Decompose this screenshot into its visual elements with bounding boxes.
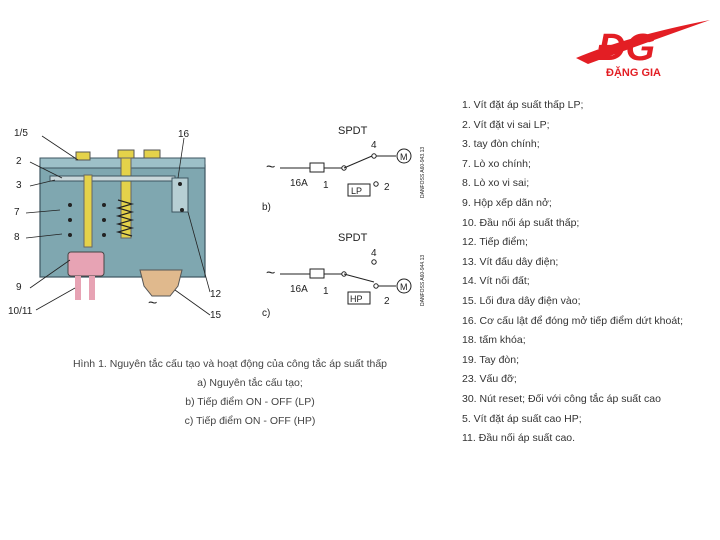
label-3: 3	[16, 180, 22, 191]
panel-c-motor-label: M	[400, 282, 408, 292]
label-7: 7	[14, 207, 20, 218]
logo-mark: ĐG	[598, 27, 655, 69]
legend-item: 30. Nút reset; Đối với công tắc áp suất …	[462, 392, 661, 405]
panel-c-c1: 1	[323, 286, 329, 297]
label-12: 12	[210, 289, 222, 300]
panel-b-schematic: SPDT ~ M 16A 1 2 4 LP b) DANFOSS A60-943…	[262, 125, 426, 213]
panel-b-id: b)	[262, 202, 271, 213]
label-16: 16	[178, 129, 190, 140]
panel-c-ac: ~	[266, 265, 275, 282]
dang-gia-logo: ĐG ĐẶNG GIA	[576, 20, 710, 79]
ac-symbol-housing: ~	[148, 295, 157, 312]
contact-dot-lower	[180, 208, 184, 212]
bellows-lp-stem	[75, 276, 95, 300]
legend-item: 16. Cơ cấu lật để đóng mở tiếp điểm dứt …	[462, 314, 684, 327]
legend-item: 10. Đầu nối áp suất thấp;	[462, 216, 580, 229]
contact-block	[171, 177, 189, 213]
panel-b-fuse	[309, 162, 325, 173]
legend-item: 5. Vít đặt áp suất cao HP;	[462, 412, 582, 425]
legend-item: 19. Tay đòn;	[462, 353, 520, 366]
label-10-11: 10/11	[8, 306, 33, 317]
logo-swoosh	[576, 20, 710, 64]
label-2: 2	[16, 156, 22, 167]
panel-c-rating: 16A	[290, 284, 308, 295]
label-1-5: 1/5	[14, 128, 28, 139]
panel-b-rating: 16A	[290, 178, 308, 189]
panel-b-c4: 4	[371, 140, 377, 151]
panel-b-side-text: DANFOSS A60-943.13	[420, 147, 426, 198]
spindle	[120, 157, 132, 239]
panel-c-schematic: SPDT ~ M 16A 1 2 4 HP c) DANFOSS A60-944…	[262, 232, 426, 319]
part-labels: 1/5 2 3 7 8 9 10/11 16 12 15	[8, 128, 222, 321]
legend-item: 3. tay đòn chính;	[462, 138, 540, 151]
parts-legend: 1. Vít đặt áp suất thấp LP; 2. Vít đặt v…	[462, 96, 720, 449]
cable-entry	[139, 269, 183, 297]
bellows-lp	[67, 251, 105, 277]
switch-housing-figure: 1/5 2 3 7 8 9 10/11 16 12 15 ~	[8, 128, 222, 321]
legend-item: 14. Vít nối đất;	[462, 275, 530, 288]
panel-c-motor	[396, 278, 412, 294]
panel-c-bellows-label: HP	[350, 294, 363, 304]
legend-item: 8. Lò xo vi sai;	[462, 177, 530, 190]
legend-item: 11. Đầu nối áp suất cao.	[462, 432, 576, 445]
screw-lp	[75, 151, 91, 161]
legend-item: 1. Vít đặt áp suất thấp LP;	[462, 99, 584, 111]
panel-b-bellows	[347, 183, 371, 197]
legend-item: 9. Hộp xếp dãn nở;	[462, 196, 552, 209]
figure-caption-a: a) Nguyên tắc cấu tạo;	[197, 377, 303, 389]
logo-text: ĐẶNG GIA	[606, 66, 661, 79]
contact-dot-upper	[178, 182, 182, 186]
legend-item: 23. Vấu đỡ;	[462, 373, 517, 386]
diff-spring-column	[83, 174, 93, 248]
panel-b-bellows-label: LP	[351, 186, 362, 196]
panel-b-c2: 2	[384, 182, 390, 193]
leader-lines	[25, 135, 211, 316]
screw-diff	[117, 149, 135, 159]
pressure-switch-diagram: 1/5 2 3 7 8 9 10/11 16 12 15 ~ SPDT ~ M …	[8, 125, 426, 321]
panel-b-ac: ~	[266, 159, 275, 176]
figure-caption-title: Hình 1. Nguyên tắc cấu tạo và hoạt động …	[72, 358, 388, 370]
figure-caption-c: c) Tiếp điểm ON - OFF (HP)	[184, 415, 316, 427]
legend-item: 12. Tiếp điểm;	[462, 236, 528, 249]
figure-caption-b: b) Tiếp điểm ON - OFF (LP)	[185, 396, 315, 408]
panel-c-id: c)	[262, 308, 270, 319]
panel-c-side-text: DANFOSS A60-944.13	[420, 255, 426, 306]
label-8: 8	[14, 232, 20, 243]
panel-c-c4: 4	[371, 248, 377, 259]
legend-item: 13. Vít đấu dây điện;	[462, 255, 559, 268]
legend-item: 7. Lò xo chính;	[462, 157, 531, 170]
panel-b-motor	[396, 148, 412, 164]
legend-item: 18. tấm khóa;	[462, 334, 526, 347]
label-9: 9	[16, 282, 22, 293]
label-15: 15	[210, 310, 222, 321]
panel-c-bellows	[347, 291, 371, 305]
panel-c-c2: 2	[384, 296, 390, 307]
panel-b-motor-label: M	[400, 152, 408, 162]
main-spring-drawing	[115, 199, 135, 237]
legend-item: 15. Lối đưa dây điện vào;	[462, 294, 581, 307]
panel-b-title: SPDT	[338, 125, 368, 137]
panel-c-fuse	[309, 268, 325, 279]
main-lever	[49, 175, 176, 182]
panel-c-title: SPDT	[338, 232, 368, 244]
panel-b-c1: 1	[323, 180, 329, 191]
legend-item: 2. Vít đặt vi sai LP;	[462, 118, 550, 131]
screw-right	[143, 149, 161, 159]
